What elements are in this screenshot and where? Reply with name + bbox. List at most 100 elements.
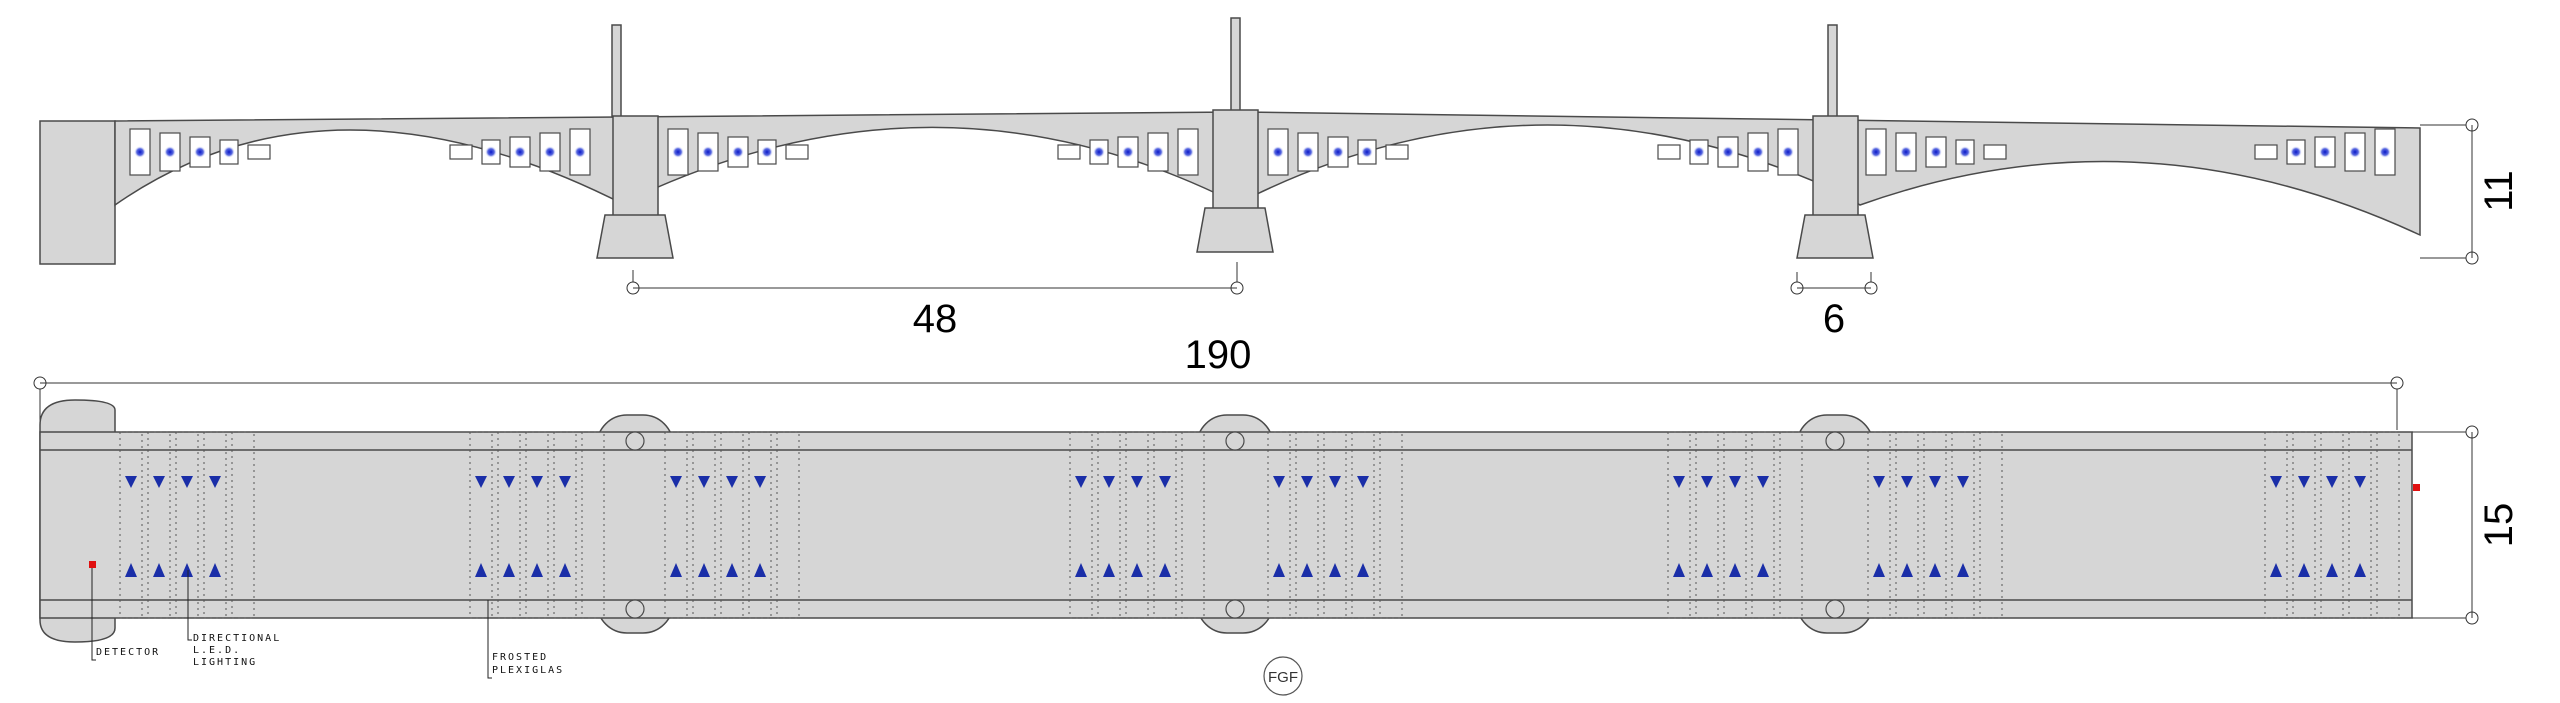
led-triangle bbox=[1357, 476, 1369, 488]
led-triangle bbox=[1701, 563, 1713, 577]
led-triangle bbox=[1159, 563, 1171, 577]
plexiglas-panel bbox=[1295, 431, 1319, 619]
led-triangle bbox=[1329, 476, 1341, 488]
led-triangle bbox=[2298, 476, 2310, 488]
led-glow bbox=[1152, 146, 1164, 158]
plexiglas-panel bbox=[1667, 431, 1691, 619]
span-dimension-label: 48 bbox=[913, 297, 958, 341]
plexiglas-panel bbox=[1779, 431, 1803, 619]
led-glow bbox=[544, 146, 556, 158]
height-dimension-label: 11 bbox=[2477, 170, 2521, 212]
led-glow bbox=[702, 146, 714, 158]
pier-markers bbox=[625, 431, 1845, 619]
led-triangle bbox=[2270, 563, 2282, 577]
plexiglas-panel bbox=[1751, 431, 1775, 619]
led-glow bbox=[2290, 146, 2302, 158]
spandrel-opening bbox=[1983, 144, 2007, 160]
led-triangle bbox=[1075, 563, 1087, 577]
spandrel-opening bbox=[449, 144, 473, 160]
led-triangle bbox=[559, 563, 571, 577]
led-triangle bbox=[503, 563, 515, 577]
led-glow bbox=[2319, 146, 2331, 158]
led-glow bbox=[1782, 146, 1794, 158]
led-triangle bbox=[475, 476, 487, 488]
plexiglas-label-line-1: FROSTED bbox=[492, 652, 548, 663]
led-triangle bbox=[209, 476, 221, 488]
plexiglas-panel bbox=[147, 431, 171, 619]
plexiglas-panel bbox=[1097, 431, 1121, 619]
plexiglas-panel bbox=[2376, 431, 2400, 619]
led-triangle bbox=[1301, 476, 1313, 488]
led-triangle bbox=[1701, 476, 1713, 488]
led-triangle bbox=[1873, 476, 1885, 488]
led-glow bbox=[761, 146, 773, 158]
led-glow bbox=[2349, 146, 2361, 158]
frosted-plexiglas-panels bbox=[119, 431, 2400, 619]
led-triangle bbox=[1301, 563, 1313, 577]
led-triangle bbox=[125, 563, 137, 577]
plexiglas-panel bbox=[664, 431, 688, 619]
led-triangle bbox=[2270, 476, 2282, 488]
led-triangle bbox=[503, 476, 515, 488]
led-triangle bbox=[2354, 476, 2366, 488]
plexiglas-panel bbox=[1895, 431, 1919, 619]
led-glow bbox=[1900, 146, 1912, 158]
led-glow bbox=[732, 146, 744, 158]
led-triangle bbox=[1075, 476, 1087, 488]
led-label-line-2: L.E.D. bbox=[193, 645, 241, 656]
pier-width-dimension-label: 6 bbox=[1823, 297, 1845, 341]
annotation-leaders bbox=[91, 568, 492, 679]
plexiglas-panel bbox=[720, 431, 744, 619]
led-triangle bbox=[181, 563, 193, 577]
plexiglas-panel bbox=[175, 431, 199, 619]
led-triangle bbox=[2326, 476, 2338, 488]
plan-view bbox=[39, 399, 2413, 643]
led-label-line-1: DIRECTIONAL bbox=[193, 633, 281, 644]
plexiglas-panel bbox=[1695, 431, 1719, 619]
plexiglas-panel bbox=[1923, 431, 1947, 619]
led-glow bbox=[194, 146, 206, 158]
led-glow bbox=[574, 146, 586, 158]
led-triangle bbox=[1103, 476, 1115, 488]
led-glow bbox=[672, 146, 684, 158]
spandrel-opening bbox=[1385, 144, 1409, 160]
led-triangle bbox=[531, 563, 543, 577]
plexiglas-panel bbox=[1979, 431, 2003, 619]
plexiglas-panel bbox=[469, 431, 493, 619]
plexiglas-label-line-2: PLEXIGLAS bbox=[492, 665, 564, 676]
led-triangle bbox=[1131, 563, 1143, 577]
led-triangle bbox=[1873, 563, 1885, 577]
led-triangle bbox=[181, 476, 193, 488]
plexiglas-panel bbox=[1867, 431, 1891, 619]
led-triangle bbox=[2326, 563, 2338, 577]
led-triangle bbox=[754, 476, 766, 488]
detector-right bbox=[2413, 484, 2420, 491]
spandrel-opening bbox=[2254, 144, 2278, 160]
plexiglas-panel bbox=[1379, 431, 1403, 619]
directional-led-array bbox=[125, 476, 2366, 577]
pier-3 bbox=[1796, 24, 1874, 259]
total-length-dimension bbox=[33, 376, 2404, 430]
led-triangle bbox=[153, 476, 165, 488]
led-glow bbox=[485, 146, 497, 158]
led-glow bbox=[1122, 146, 1134, 158]
led-triangle bbox=[1901, 563, 1913, 577]
spandrel-opening bbox=[247, 144, 271, 160]
deck-width-dimension bbox=[2412, 425, 2479, 625]
led-glow bbox=[1959, 146, 1971, 158]
led-glow bbox=[1693, 146, 1705, 158]
detector-left bbox=[89, 561, 96, 568]
led-triangle bbox=[670, 476, 682, 488]
plexiglas-panel bbox=[2264, 431, 2288, 619]
led-triangle bbox=[1757, 563, 1769, 577]
led-triangle bbox=[559, 476, 571, 488]
led-glow bbox=[1870, 146, 1882, 158]
plexiglas-panel bbox=[2292, 431, 2316, 619]
plexiglas-panel bbox=[553, 431, 577, 619]
plexiglas-panel bbox=[581, 431, 605, 619]
led-glow bbox=[164, 146, 176, 158]
led-glow bbox=[2379, 146, 2391, 158]
plexiglas-panel bbox=[1951, 431, 1975, 619]
led-glow bbox=[1182, 146, 1194, 158]
plexiglas-panel bbox=[692, 431, 716, 619]
